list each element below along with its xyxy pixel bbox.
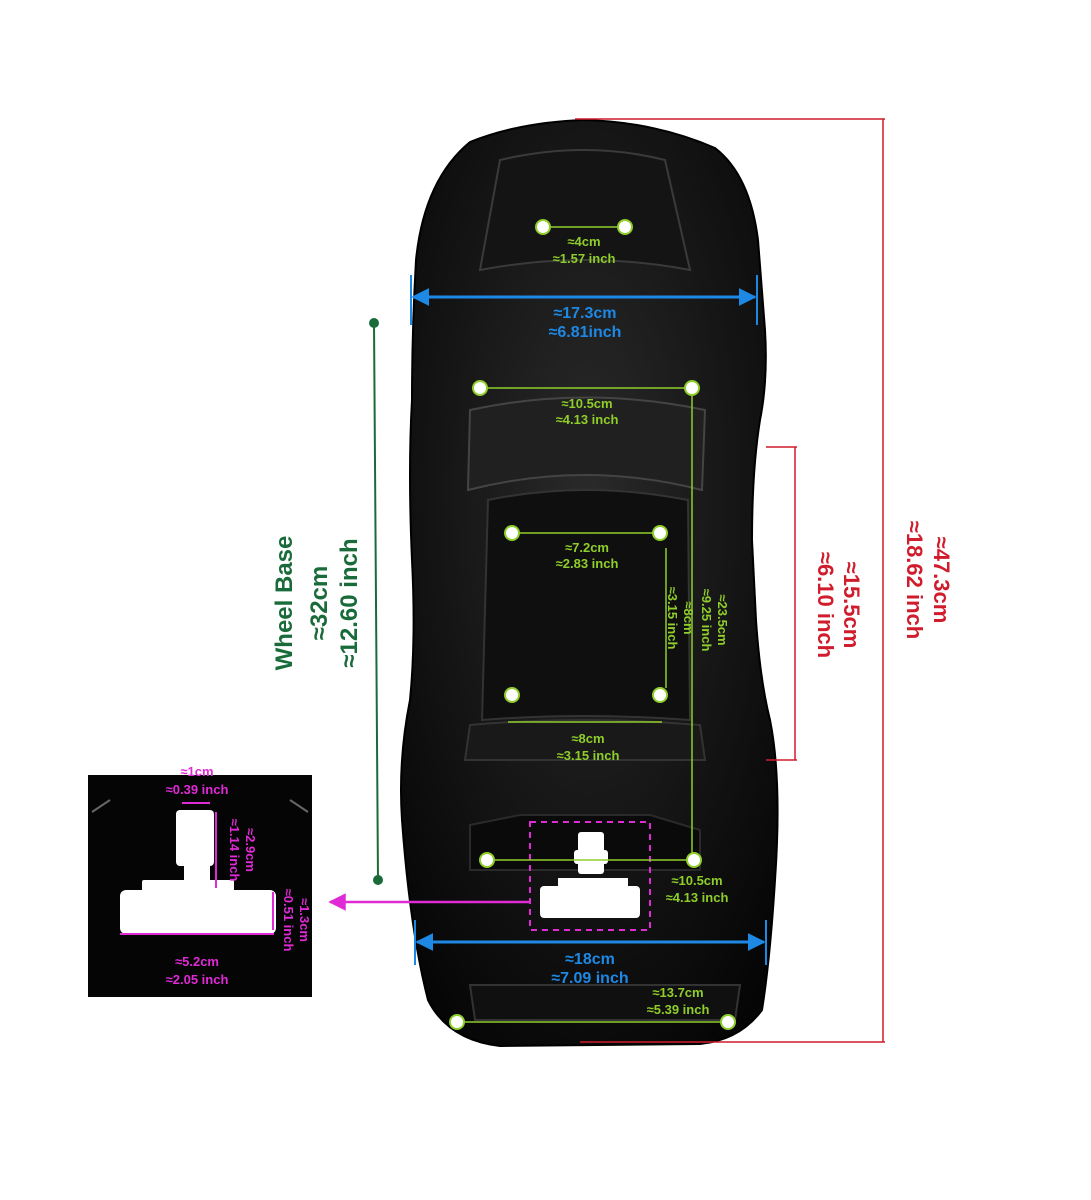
inset-labels: ≈1cm ≈0.39 inch ≈2.9cm ≈1.14 inch ≈1.3cm… xyxy=(166,764,312,987)
long-vertical-inch: ≈9.25 inch xyxy=(699,589,714,652)
white-dot-icon xyxy=(617,219,633,235)
hood-scoop xyxy=(478,149,692,272)
upper-holes-cm: ≈10.5cm xyxy=(561,396,612,411)
bar-width-cm: ≈5.2cm xyxy=(175,954,219,969)
width-dimensions xyxy=(410,275,767,965)
middle-holes-cm: ≈7.2cm xyxy=(565,540,609,555)
inset-slot-bar xyxy=(120,890,276,934)
upper-holes-inch: ≈4.13 inch xyxy=(556,412,619,427)
inset-slot-post xyxy=(176,810,214,866)
white-dot-icon xyxy=(652,687,668,703)
wheel-base-labels: Wheel Base ≈32cm ≈12.60 inch xyxy=(271,536,363,671)
bar-height-cm: ≈1.3cm xyxy=(297,898,312,942)
white-dot-icon xyxy=(652,525,668,541)
bottom-holes-cm: ≈10.5cm xyxy=(671,873,722,888)
red-labels: ≈15.5cm ≈6.10 inch ≈47.3cm ≈18.62 inch xyxy=(813,521,954,658)
mount-holes xyxy=(449,219,736,1030)
green-labels: ≈4cm ≈1.57 inch ≈10.5cm ≈4.13 inch ≈7.2c… xyxy=(553,234,730,1017)
wheel-base-inch: ≈12.60 inch xyxy=(336,538,363,667)
bar-width-inch: ≈2.05 inch xyxy=(166,972,229,987)
white-dot-icon xyxy=(720,1014,736,1030)
blue-labels: ≈17.3cm ≈6.81inch ≈18cm ≈7.09 inch xyxy=(549,305,629,987)
white-dot-icon xyxy=(479,852,495,868)
mount-hole-lines xyxy=(457,226,728,1023)
lower-holes-cm: ≈8cm xyxy=(571,731,604,746)
middle-vertical-cm: ≈8cm xyxy=(681,601,696,634)
rear-width-inch: ≈7.09 inch xyxy=(551,970,628,987)
bottom-holes-inch: ≈4.13 inch xyxy=(666,890,729,905)
slot-width-inch: ≈0.39 inch xyxy=(166,782,229,797)
middle-vertical-inch: ≈3.15 inch xyxy=(665,587,680,650)
slot-detail-inset xyxy=(88,775,312,997)
wheel-base-cm: ≈32cm xyxy=(306,566,333,641)
slot-bar-tab xyxy=(558,878,628,890)
white-dot-icon xyxy=(472,380,488,396)
slot-width-cm: ≈1cm xyxy=(180,764,213,779)
slot-post-cap xyxy=(574,850,608,864)
length-dimensions xyxy=(575,118,885,1043)
white-dot-icon xyxy=(535,219,551,235)
slot-bar xyxy=(540,886,640,918)
windshield xyxy=(466,396,707,492)
tail-holes-cm: ≈13.7cm xyxy=(652,985,703,1000)
white-dot-icon xyxy=(504,525,520,541)
long-vertical-cm: ≈23.5cm xyxy=(715,594,730,645)
wheel-base-line xyxy=(373,322,379,881)
white-dot-icon xyxy=(449,1014,465,1030)
total-length-inch: ≈18.62 inch xyxy=(902,521,927,639)
total-length-cm: ≈47.3cm xyxy=(929,537,954,624)
tail-holes-inch: ≈5.39 inch xyxy=(647,1002,710,1017)
slot-height-inch: ≈1.14 inch xyxy=(227,819,242,882)
roof-panel xyxy=(480,489,692,722)
slot-height-cm: ≈2.9cm xyxy=(243,828,258,872)
rear-width-cm: ≈18cm xyxy=(565,951,615,968)
bar-height-inch: ≈0.51 inch xyxy=(281,889,296,952)
cab-length-cm: ≈15.5cm xyxy=(839,562,864,649)
white-dot-icon xyxy=(684,380,700,396)
wheel-base-title: Wheel Base xyxy=(271,536,298,671)
rear-holes-inch: ≈1.57 inch xyxy=(553,251,616,266)
white-dot-icon xyxy=(504,687,520,703)
front-width-inch: ≈6.81inch xyxy=(549,324,622,341)
white-dot-icon xyxy=(686,852,702,868)
front-width-cm: ≈17.3cm xyxy=(553,305,616,322)
middle-holes-inch: ≈2.83 inch xyxy=(556,556,619,571)
rear-window xyxy=(463,719,707,761)
slot-frame xyxy=(529,821,651,931)
lower-holes-inch: ≈3.15 inch xyxy=(557,748,620,763)
wheel-base-dimension xyxy=(369,318,383,885)
cab-length-inch: ≈6.10 inch xyxy=(813,552,838,658)
rear-holes-cm: ≈4cm xyxy=(567,234,600,249)
